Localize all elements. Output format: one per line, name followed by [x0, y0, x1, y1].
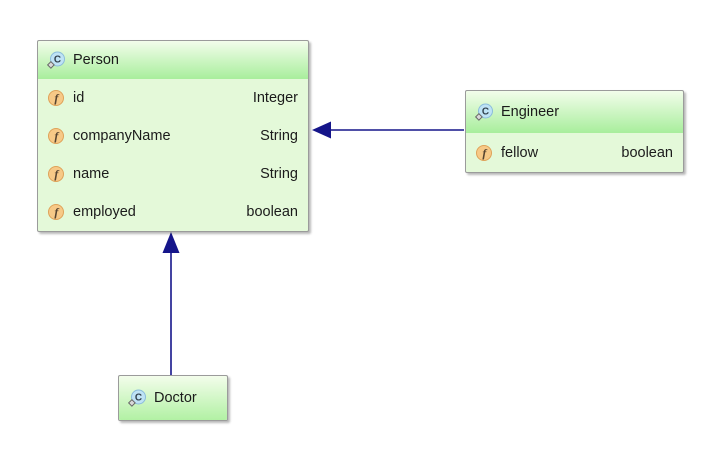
inheritance-arrow-doctor-to-person[interactable]: [162, 232, 180, 375]
field-type: String: [260, 166, 298, 182]
class-title: Engineer: [501, 104, 560, 120]
class-icon: [475, 103, 493, 121]
field-row-fellow[interactable]: fellow boolean: [466, 133, 683, 172]
fields-list: id Integer companyName String name Strin…: [38, 79, 308, 231]
field-type: boolean: [246, 204, 298, 220]
class-header-person[interactable]: Person: [38, 41, 308, 79]
class-box-engineer[interactable]: Engineer fellow boolean: [465, 90, 684, 173]
field-type: Integer: [252, 90, 298, 106]
class-icon: [128, 389, 146, 407]
field-row-companyName[interactable]: companyName String: [38, 117, 308, 155]
field-row-employed[interactable]: employed boolean: [38, 193, 308, 231]
fields-list: fellow boolean: [466, 133, 683, 172]
class-header-doctor[interactable]: Doctor: [119, 376, 227, 420]
field-name: companyName: [73, 128, 171, 144]
field-row-name[interactable]: name String: [38, 155, 308, 193]
field-row-id[interactable]: id Integer: [38, 79, 308, 117]
field-name: name: [73, 166, 110, 182]
class-box-doctor[interactable]: Doctor: [118, 375, 228, 421]
field-type: String: [260, 128, 298, 144]
field-icon: [475, 144, 493, 162]
class-icon: [47, 51, 65, 69]
class-box-person[interactable]: Person id Integer companyName String: [37, 40, 309, 232]
field-name: id: [73, 90, 85, 106]
class-title: Doctor: [154, 390, 197, 406]
field-icon: [47, 203, 65, 221]
class-header-engineer[interactable]: Engineer: [466, 91, 683, 133]
field-name: fellow: [501, 144, 539, 161]
field-icon: [47, 127, 65, 145]
field-icon: [47, 165, 65, 183]
field-type: boolean: [621, 144, 673, 161]
inheritance-arrow-engineer-to-person[interactable]: [312, 121, 464, 139]
field-icon: [47, 89, 65, 107]
class-title: Person: [73, 52, 119, 68]
field-name: employed: [73, 204, 136, 220]
